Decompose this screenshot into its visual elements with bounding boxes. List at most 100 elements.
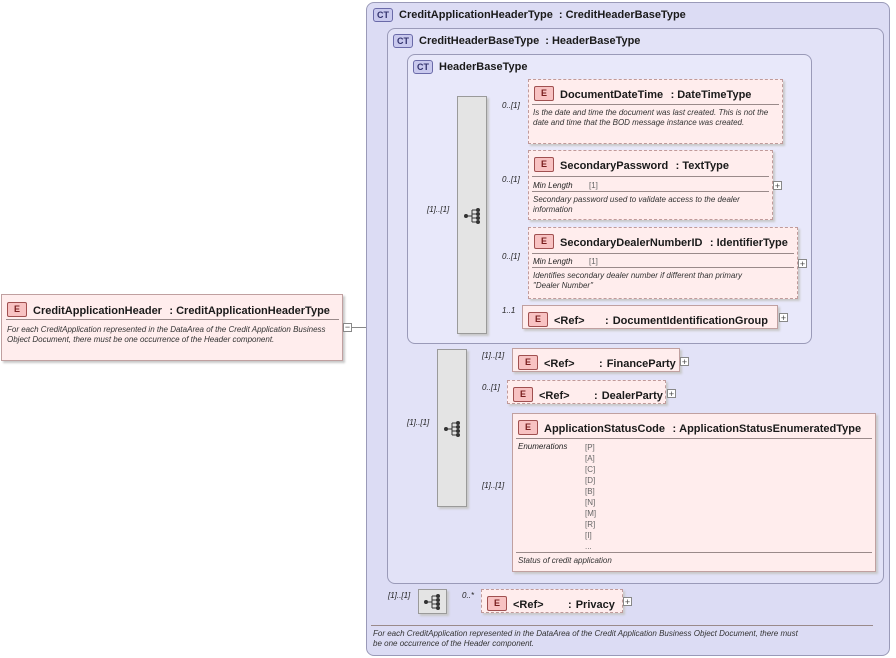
separator: :	[605, 315, 609, 327]
element-icon: E	[518, 355, 538, 371]
separator: :	[568, 599, 572, 611]
expand-toggle-doc-id-group[interactable]: +	[779, 313, 788, 323]
enum-value: [D]	[585, 476, 596, 485]
dig-ref: <Ref>	[554, 315, 585, 327]
divider	[516, 552, 872, 553]
separator: :	[709, 237, 714, 249]
divider	[532, 253, 794, 254]
complex-type-icon: CT	[393, 34, 413, 48]
sdn-facet-label: Min Length	[533, 257, 573, 266]
priv-ref: <Ref>	[513, 599, 544, 611]
separator: :	[599, 358, 603, 370]
expand-toggle-privacy[interactable]: +	[623, 597, 632, 607]
element-icon: E	[487, 596, 507, 612]
sequence-compositor-3[interactable]	[418, 589, 447, 614]
connector-root	[352, 327, 377, 328]
ct-outer-base: CreditHeaderBaseType	[565, 8, 686, 21]
dig-name: DocumentIdentificationGroup	[612, 315, 768, 327]
ct-middle-name: CreditHeaderBaseType	[419, 34, 540, 47]
separator: :	[670, 89, 675, 101]
expand-toggle-dealer-party[interactable]: +	[667, 389, 676, 399]
sdn-type: IdentifierType	[716, 237, 788, 249]
sdn-facet-value: [1]	[589, 257, 598, 266]
seq1-cardinality: [1]..[1]	[427, 205, 450, 214]
ct-outer-header: CT CreditApplicationHeaderType :CreditHea…	[373, 8, 686, 22]
enum-value: [P]	[585, 443, 595, 452]
ct-outer-name: CreditApplicationHeaderType	[399, 8, 553, 21]
complex-type-icon: CT	[373, 8, 393, 22]
ddt-type: DateTimeType	[677, 89, 752, 101]
element-document-identification-group[interactable]: E <Ref> :DocumentIdentificationGroup	[522, 305, 778, 329]
dp-cardinality: 0..[1]	[482, 383, 500, 392]
dp-ref: <Ref>	[539, 390, 570, 402]
enum-value: [N]	[585, 498, 596, 507]
enum-value: [I]	[585, 531, 592, 540]
priv-name: Privacy	[575, 599, 615, 611]
dig-header: E <Ref> :DocumentIdentificationGroup	[528, 311, 768, 329]
expand-toggle-secondary-dealer[interactable]: +	[798, 259, 807, 269]
enum-value: [R]	[585, 520, 596, 529]
sp-facet-value: [1]	[589, 181, 598, 190]
expand-toggle-secondary-password[interactable]: +	[773, 181, 782, 191]
separator: :	[672, 423, 677, 435]
complex-type-icon: CT	[413, 60, 433, 74]
sequence-icon	[444, 421, 460, 437]
fp-name: FinanceParty	[606, 358, 676, 370]
sp-facet-label: Min Length	[533, 181, 573, 190]
element-icon: E	[528, 312, 548, 328]
sdn-cardinality: 0..[1]	[502, 252, 520, 261]
element-icon: E	[534, 157, 554, 173]
ct-inner-header: CT HeaderBaseType	[413, 60, 527, 74]
expand-toggle-finance-party[interactable]: +	[680, 357, 689, 367]
separator: :	[169, 305, 174, 317]
dp-header: E<Ref> :DealerParty	[513, 386, 663, 404]
asc-enum-list: [P] [A] [C] [D] [B] [N] [M] [R] [I] ...	[585, 442, 596, 552]
asc-name: ApplicationStatusCode	[544, 423, 666, 435]
sdn-doc: Identifies secondary dealer number if di…	[533, 271, 742, 290]
element-dealer-party[interactable]: E<Ref> :DealerParty	[507, 380, 666, 404]
sp-cardinality: 0..[1]	[502, 175, 520, 184]
enum-value: [M]	[585, 509, 597, 518]
sequence-compositor-1[interactable]	[457, 96, 487, 334]
divider	[516, 438, 872, 439]
root-element-doc: For each CreditApplication represented i…	[7, 325, 326, 344]
ddt-header: E DocumentDateTime :DateTimeType	[534, 85, 751, 103]
ddt-name: DocumentDateTime	[560, 89, 664, 101]
enum-value: [B]	[585, 487, 595, 496]
divider	[532, 267, 794, 268]
sequence-icon	[424, 594, 440, 610]
fp-ref: <Ref>	[544, 358, 575, 370]
sp-doc: Secondary password used to validate acce…	[533, 195, 740, 214]
sdn-name: SecondaryDealerNumberID	[560, 237, 703, 249]
enum-value: ...	[585, 542, 592, 551]
fp-header: E <Ref> :FinanceParty	[518, 354, 676, 372]
separator: :	[675, 160, 680, 172]
collapse-toggle[interactable]: −	[343, 322, 352, 332]
separator: :	[545, 34, 549, 47]
ct-inner-name: HeaderBaseType	[439, 60, 528, 73]
divider	[532, 191, 769, 192]
sequence-icon	[464, 208, 480, 224]
enum-value: [A]	[585, 454, 595, 463]
element-icon: E	[534, 86, 554, 102]
element-icon: E	[513, 387, 533, 403]
sequence-compositor-2[interactable]	[437, 349, 467, 507]
enum-value: [C]	[585, 465, 596, 474]
fp-cardinality: [1]..[1]	[482, 351, 505, 360]
element-icon: E	[518, 420, 538, 436]
separator: :	[558, 8, 563, 21]
ddt-cardinality: 0..[1]	[502, 101, 520, 110]
dig-cardinality: 1..1	[502, 306, 516, 315]
element-privacy[interactable]: E <Ref> :Privacy	[481, 589, 623, 613]
element-finance-party[interactable]: E <Ref> :FinanceParty	[512, 348, 680, 372]
seq2-cardinality: [1]..[1]	[407, 418, 430, 427]
